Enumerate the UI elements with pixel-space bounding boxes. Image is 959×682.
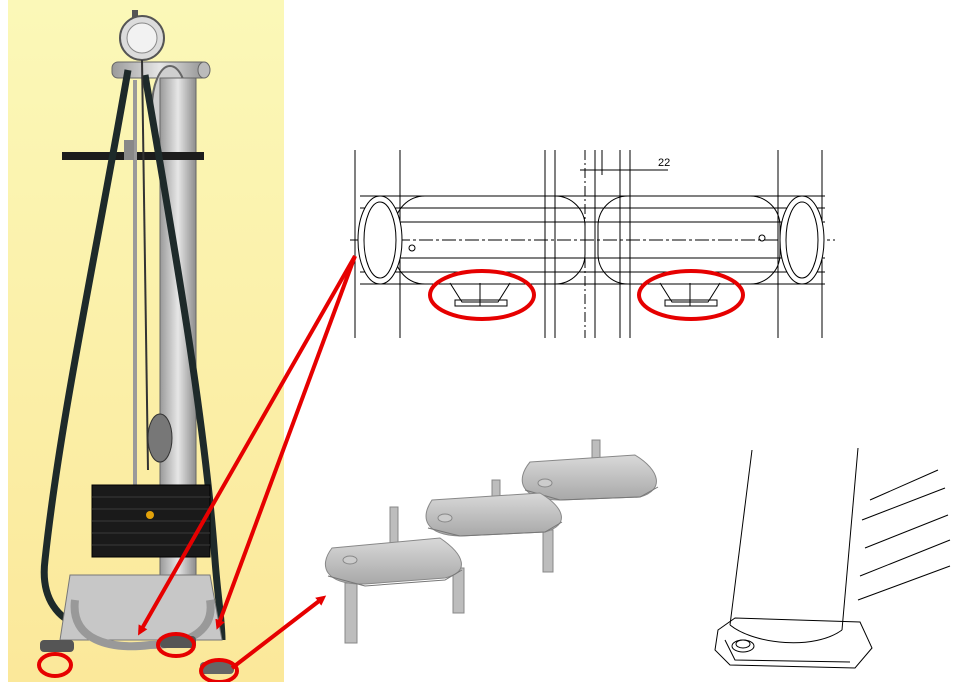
- bracket-highlight-right: [637, 269, 745, 321]
- arrow-to-foot-plates: [230, 595, 327, 670]
- arrow-to-right-foot: [215, 255, 357, 630]
- weight-stack: [91, 484, 211, 558]
- arrow-to-center-foot: [138, 255, 357, 636]
- foot-highlight-right: [199, 658, 239, 682]
- leg-detail-drawing: [714, 447, 951, 669]
- foot-plate-front: [324, 506, 465, 644]
- leg-bolt: [731, 639, 755, 653]
- cable-left: [40, 69, 132, 629]
- cable-right: [141, 74, 226, 641]
- foot-plate-middle: [425, 479, 563, 573]
- end-cap-right: [779, 195, 825, 285]
- machine-photo: [8, 0, 284, 682]
- foot-highlight-left: [37, 652, 73, 678]
- foot-plates-3d: [324, 439, 659, 644]
- base-frame: [40, 574, 234, 674]
- gauge-dial: [119, 10, 165, 61]
- foot-highlight-center: [156, 632, 196, 658]
- dimension-label: 22: [658, 157, 670, 169]
- technical-drawing: 22: [350, 150, 835, 338]
- pointer-arrows: [138, 255, 357, 670]
- end-cap-left: [357, 195, 403, 285]
- foot-plate-back: [521, 439, 659, 501]
- bracket-highlight-left: [428, 269, 536, 321]
